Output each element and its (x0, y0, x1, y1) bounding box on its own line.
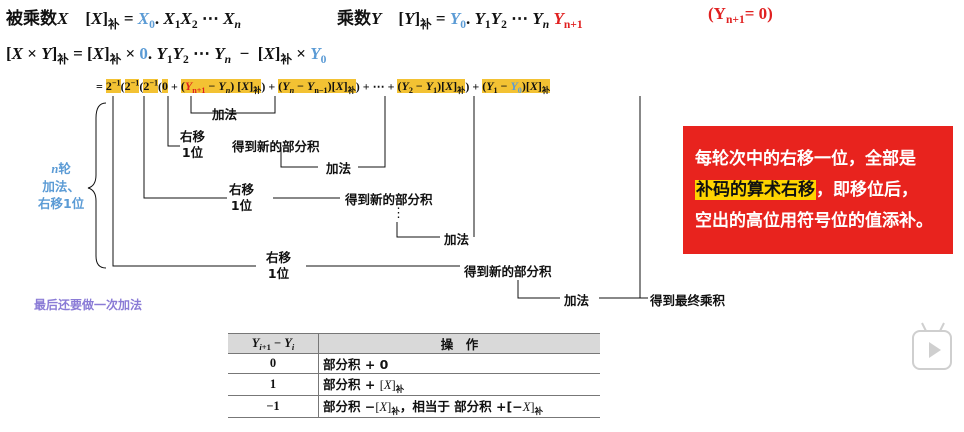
tv-ears-icon (921, 322, 945, 332)
new-partial-label-3: 得到新的部分积 (464, 264, 552, 279)
callout-highlight: 补码的算术右移 (695, 180, 816, 200)
add-label-3: 加法 (444, 232, 470, 247)
new-partial-label-1: 得到新的部分积 (232, 139, 320, 154)
operation-table: Yi+1 − Yi 操 作 0 部分积 + 0 1 部分积 + [X]补 −1 … (228, 333, 600, 418)
add-label-2: 加法 (326, 161, 352, 176)
multiplicand-label: 被乘数 (6, 9, 57, 29)
table-header: Yi+1 − Yi 操 作 (228, 333, 600, 354)
final-product-label: 得到最终乘积 (650, 293, 726, 308)
table-row: 0 部分积 + 0 (228, 353, 600, 374)
condition-note: (Yn+1= 0) (708, 4, 773, 27)
add-label-final: 加法 (564, 293, 590, 308)
table-row: −1 部分积 −[X]补，相当于 部分积 +[−X]补 (228, 395, 600, 418)
multiplier-label: 乘数 (337, 9, 371, 29)
new-partial-label-2: 得到新的部分积 (345, 192, 433, 207)
play-icon[interactable] (912, 330, 952, 370)
expanded-formula: = 2−1(2−1(2−1(0 + (Yn+1 − Yn) [X]补) + (Y… (96, 79, 551, 96)
vertical-ellipsis: ⋮ (392, 205, 405, 220)
multiplier-definition: 乘数Y [Y]补 = Y0. Y1Y2 ⋯ Yn Yn+1 (337, 9, 583, 32)
last-add-note: 最后还要做一次加法 (34, 298, 143, 312)
product-formula: [X × Y]补 = [X]补 × 0. Y1Y2 ⋯ Yn − [X]补 × … (6, 44, 327, 67)
n-rounds-note: n轮 加法、 右移1位 (38, 161, 85, 211)
table-row: 1 部分积 + [X]补 (228, 373, 600, 396)
arithmetic-shift-callout: 每轮次中的右移一位，全部是 补码的算术右移，即移位后， 空出的高位用符号位的值添… (683, 126, 953, 254)
add-label-1: 加法 (212, 107, 238, 122)
multiplicand-definition: 被乘数X [X]补 = X0. X1X2 ⋯ Xn (6, 9, 241, 32)
